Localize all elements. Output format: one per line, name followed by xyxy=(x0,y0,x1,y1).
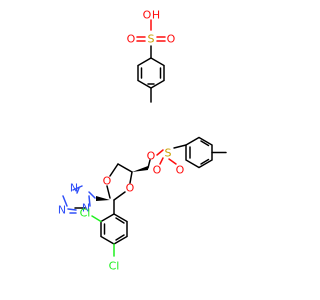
triazole-bond-n4-c5 xyxy=(67,208,77,211)
bond-cl-ortho xyxy=(91,215,102,223)
chlorine-ortho-label: Cl xyxy=(80,207,91,220)
chemical-structure-canvas: O H S O O O S O O xyxy=(58,9,227,273)
triazole-n4-label: N xyxy=(58,204,66,217)
triazole-group: N N N xyxy=(58,182,110,217)
bond-c4-c5 xyxy=(117,163,133,173)
bond-c4-o xyxy=(129,171,133,184)
bond-ch2-n1 xyxy=(88,191,96,199)
bond-s-o-bottom xyxy=(168,158,177,165)
triazole-bond-c3-n4 xyxy=(62,195,68,207)
tosic-oxygen-right-label: O xyxy=(167,33,176,46)
triazole-bond-n1-c5 xyxy=(88,195,91,207)
dichlorophenyl-group: Cl Cl xyxy=(80,199,128,273)
bond-s-ring xyxy=(173,144,187,149)
bond-c5-o xyxy=(109,163,119,177)
dcp-ring-double-3 xyxy=(115,234,125,241)
bond-o-c2-right xyxy=(113,191,126,201)
structure-drawing: O H S O O O S O O xyxy=(58,9,227,273)
dcp-ring-double-2 xyxy=(115,217,125,224)
triazole-bond-n1-n2 xyxy=(72,185,83,191)
triazole-n2-label: N xyxy=(70,182,78,195)
tosylate-ring-double-3 xyxy=(200,158,210,165)
wedge-bond-ch2 xyxy=(132,166,148,172)
tosylate-group: O S O O xyxy=(147,136,227,177)
sulfonyl-oxygen-left-label: O xyxy=(153,164,162,177)
tosylate-benzene-ring xyxy=(185,136,213,169)
dioxolane-oxygen-left-label: O xyxy=(103,175,112,188)
bond-o-c2-left xyxy=(106,185,111,199)
chlorine-para-label: Cl xyxy=(109,260,120,273)
tosic-hydrogen-label: H xyxy=(152,9,160,22)
bond-ch2-o xyxy=(147,159,151,169)
wedge-bond-triazole-ch2 xyxy=(96,196,110,201)
dioxolane-ring: O O xyxy=(103,163,148,201)
tosic-acid-molecule: O H S O O xyxy=(127,9,176,103)
ester-oxygen-label: O xyxy=(147,150,156,163)
bond-s-o-left xyxy=(159,157,164,165)
sulfonyl-oxygen-bottom-label: O xyxy=(176,164,185,177)
bond-o-s xyxy=(156,149,164,156)
tosic-oxygen-left-label: O xyxy=(127,33,136,46)
tosic-sulfur-label: S xyxy=(148,33,155,46)
tosylate-sulfur-label: S xyxy=(165,147,172,160)
tosylate-ring-double-2 xyxy=(200,140,210,147)
triazole-bond-n2-c3 xyxy=(76,187,80,194)
triazole-n1-label: N xyxy=(82,202,90,215)
tosic-oxygen-top-label: O xyxy=(143,9,152,22)
dioxolane-oxygen-right-label: O xyxy=(126,182,135,195)
